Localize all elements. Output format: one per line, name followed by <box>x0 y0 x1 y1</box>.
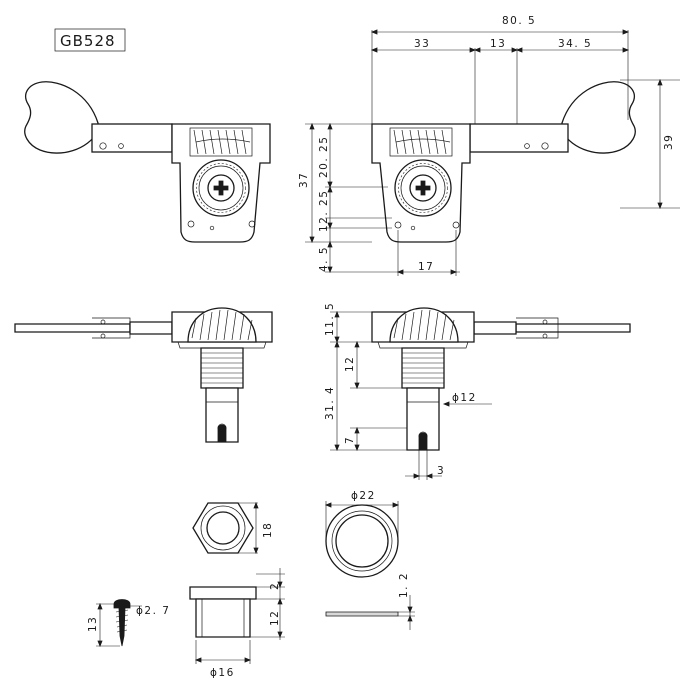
gear-wheel-left <box>192 159 250 217</box>
dim-20-25: 20. 25 <box>318 136 330 178</box>
wood-screw <box>96 599 142 648</box>
post-left <box>205 387 239 443</box>
dim-phi-12: ϕ12 <box>452 392 477 404</box>
dim-seg-a: 33 <box>414 38 430 50</box>
washer-side <box>325 595 415 630</box>
dim-seg-c: 34. 5 <box>558 38 592 50</box>
model-label: GB528 <box>60 32 116 50</box>
front-view-left <box>24 81 271 243</box>
dim-2: 2 <box>269 582 281 590</box>
side-view-left <box>14 307 273 443</box>
dim-18: 18 <box>262 522 274 538</box>
worm-gear-side-left <box>187 307 257 343</box>
bushing-side <box>189 568 285 664</box>
worm-gear-side-right <box>389 307 459 343</box>
worm-gear-right <box>389 127 453 157</box>
dim-12-25: 12. 25 <box>318 190 330 232</box>
dim-4-5: 4. 5 <box>318 246 330 272</box>
dim-13: 13 <box>87 616 99 632</box>
dim-phi-22: ϕ22 <box>351 490 376 502</box>
shaft-hole-left <box>99 142 107 150</box>
dim-12: 12 <box>344 356 356 372</box>
mount-hole <box>187 220 195 228</box>
dim-phi-16: ϕ16 <box>210 667 235 679</box>
dimension-lines-middle <box>330 310 492 480</box>
front-view-right <box>371 81 636 243</box>
dim-11-5: 11. 5 <box>324 302 336 336</box>
post-right <box>406 387 440 451</box>
dim-phi-2-7: ϕ2. 7 <box>136 605 170 617</box>
worm-gear-left <box>189 127 253 157</box>
dim-3: 3 <box>437 465 445 477</box>
dim-31-4: 31. 4 <box>324 386 336 420</box>
key-shaft-left <box>91 123 173 153</box>
model-label-box: GB528 <box>54 28 126 52</box>
tuner-key-left <box>24 81 99 154</box>
dim-height-39: 39 <box>663 134 675 150</box>
dim-overall-width: 80. 5 <box>502 15 536 27</box>
dim-7: 7 <box>344 436 356 444</box>
side-view-right <box>371 307 631 451</box>
washer <box>324 501 400 578</box>
dim-height-37: 37 <box>298 172 310 188</box>
gear-wheel-right <box>394 159 452 217</box>
dim-1-2: 1. 2 <box>398 572 410 598</box>
dim-seg-b: 13 <box>490 38 506 50</box>
dim-12-bushing: 12 <box>269 610 281 626</box>
dimension-lines-top <box>305 29 680 276</box>
dim-17: 17 <box>418 261 434 273</box>
key-shaft-right <box>469 123 569 153</box>
hex-nut <box>192 501 259 555</box>
tuner-key-right <box>561 81 636 154</box>
